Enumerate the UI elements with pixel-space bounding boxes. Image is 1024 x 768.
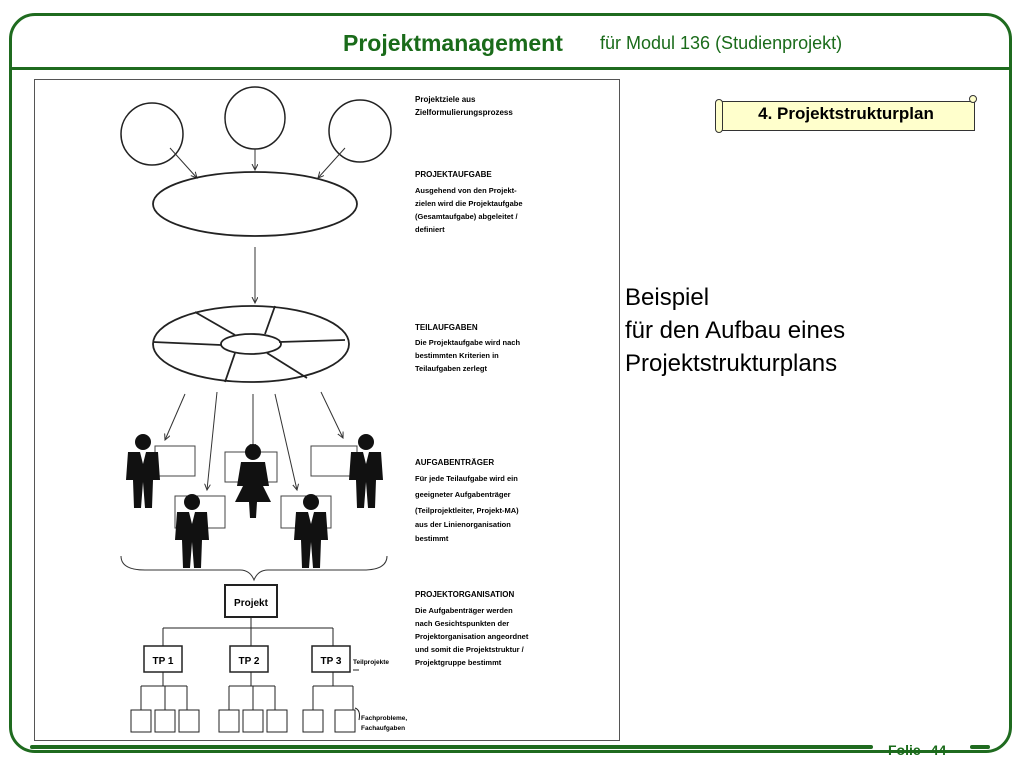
- slide-frame: [9, 13, 1012, 753]
- carriers-text-4: aus der Linienorganisation: [415, 520, 511, 529]
- section-tag-label: 4. Projektstrukturplan: [758, 104, 934, 123]
- footer-line: [30, 745, 873, 749]
- task-carriers: [126, 434, 383, 568]
- figure-descriptions: Projektziele aus Zielformulierungsprozes…: [415, 95, 529, 667]
- side-text-line-1: Beispiel: [625, 284, 710, 311]
- subtasks-text-1: Die Projektaufgabe wird nach: [415, 338, 520, 347]
- footer-line-end: [970, 745, 990, 749]
- grouping-brace: [120, 555, 388, 582]
- goal-arrows: [169, 147, 346, 178]
- section-tag-body: [719, 101, 975, 131]
- org-tree: [130, 584, 360, 733]
- org-text-2: nach Gesichtspunkten der: [415, 619, 509, 628]
- leaf-label-2: Fachaufgaben: [361, 725, 405, 732]
- side-description: Beispiel für den Aufbau eines Projektstr…: [625, 281, 845, 380]
- task-heading: PROJEKTAUFGABE: [415, 170, 492, 179]
- side-text-line-3: Projektstrukturplans: [625, 350, 838, 377]
- tree-tp3-label: TP 3: [321, 656, 342, 667]
- carriers-heading: AUFGABENTRÄGER: [415, 458, 494, 467]
- slide-footer: Folie 44: [888, 742, 946, 758]
- slide-number: 44: [930, 742, 947, 758]
- scroll-curl-left: [715, 99, 723, 133]
- project-task-ellipse: [152, 171, 358, 237]
- carriers-text-2: geeigneter Aufgabenträger: [415, 490, 511, 499]
- org-text-4: und somit die Projektstruktur /: [415, 645, 525, 654]
- scroll-curl-right: [969, 95, 977, 103]
- carriers-text-1: Für jede Teilaufgabe wird ein: [415, 474, 518, 483]
- subtask-arrows: [165, 391, 343, 490]
- subtasks-heading: TEILAUFGABEN: [415, 323, 478, 332]
- subtasks-text-3: Teilaufgaben zerlegt: [415, 364, 487, 373]
- footer-label: Folie: [888, 742, 921, 758]
- figure-drawing: Projekt TP 1 TP 2 TP 3 Teilprojekte Fach…: [120, 86, 529, 733]
- tree-tp1-label: TP 1: [153, 656, 174, 667]
- subtasks-ring: [152, 305, 350, 383]
- goals-text-1: Projektziele aus: [415, 95, 476, 104]
- tree-tp2-label: TP 2: [239, 656, 260, 667]
- task-text-4: definiert: [415, 225, 445, 234]
- goals-text-2: Zielformulierungsprozess: [415, 108, 513, 117]
- task-text-1: Ausgehend von den Projekt-: [415, 186, 517, 195]
- tree-root-label: Projekt: [234, 598, 269, 609]
- section-tag: 4. Projektstrukturplan: [715, 95, 977, 135]
- header-separator: [11, 67, 1010, 70]
- slide-title: Projektmanagement: [343, 30, 563, 56]
- org-text-1: Die Aufgabenträger werden: [415, 606, 513, 615]
- side-text-line-2: für den Aufbau eines: [625, 317, 846, 344]
- task-text-2: zielen wird die Projektaufgabe: [415, 199, 523, 208]
- goal-circles: [120, 86, 392, 166]
- slide-subtitle: für Modul 136 (Studienprojekt): [600, 33, 843, 53]
- subprojects-label: Teilprojekte: [353, 659, 389, 666]
- task-text-3: (Gesamtaufgabe) abgeleitet /: [415, 212, 518, 221]
- org-heading: PROJEKTORGANISATION: [415, 590, 514, 599]
- carriers-text-3: (Teilprojektleiter, Projekt-MA): [415, 506, 519, 515]
- leaf-label-1: Fachprobleme,: [361, 715, 407, 722]
- org-text-3: Projektorganisation angeordnet: [415, 632, 529, 641]
- pstructure-figure: Projekt TP 1 TP 2 TP 3 Teilprojekte Fach…: [34, 79, 620, 741]
- slide-header: Projektmanagement für Modul 136 (Studien…: [0, 26, 1024, 60]
- carriers-text-5: bestimmt: [415, 534, 449, 543]
- subtasks-text-2: bestimmten Kriterien in: [415, 351, 499, 360]
- org-text-5: Projektgruppe bestimmt: [415, 658, 502, 667]
